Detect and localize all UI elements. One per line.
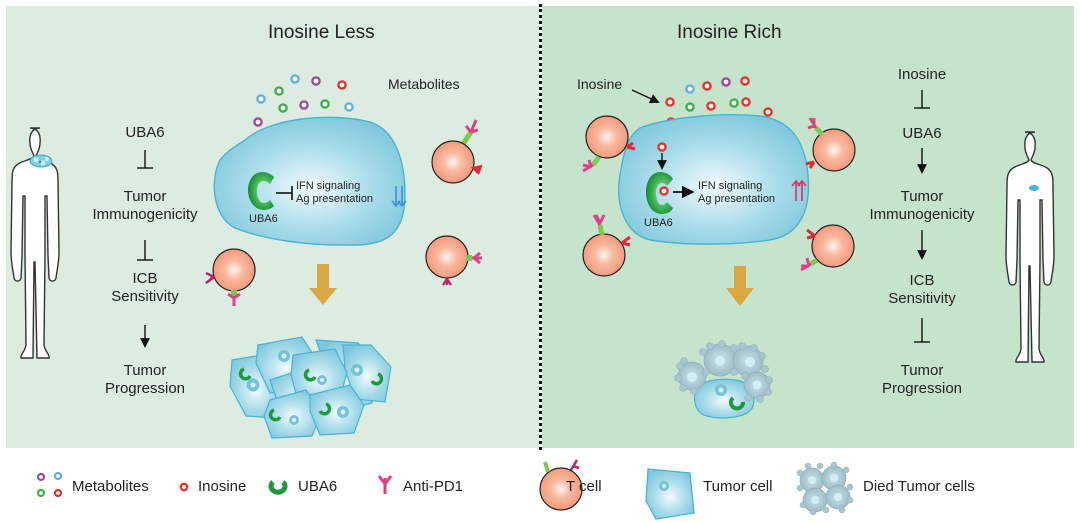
human-figure-left	[10, 127, 60, 359]
uba6-label-left: UBA6	[249, 213, 278, 225]
outcome-arrow-icon	[309, 264, 337, 305]
panel-divider	[539, 4, 542, 450]
inosine-icon	[179, 482, 189, 492]
tumor-cell-right	[618, 114, 810, 245]
inosine-label: Inosine	[577, 76, 623, 92]
right-flow-step-immunogenicity: Tumor Immunogenicity	[869, 188, 975, 223]
right-flow-links	[914, 90, 930, 343]
ag-presentation-label: Ag presentation	[698, 193, 776, 205]
died-tumor-cells	[674, 340, 773, 419]
t-cell	[431, 119, 483, 184]
uba6-icon	[268, 480, 288, 495]
metabolites-label: Metabolites	[388, 76, 460, 92]
up-arrows-icon	[791, 179, 807, 201]
metabolite-dot	[253, 117, 263, 127]
uba6-protein-icon	[318, 402, 332, 416]
left-metabolites	[253, 74, 354, 143]
inhibit-link-icon	[137, 150, 153, 169]
metabolite-dot	[344, 102, 354, 112]
right-flow-step-uba6: UBA6	[902, 125, 942, 142]
legend-label-died-tumor-cells: Died Tumor cells	[863, 478, 975, 495]
left-flow-links	[137, 150, 153, 348]
uba6-protein-icon	[646, 172, 673, 214]
inosine-less-title: Inosine Less	[268, 22, 375, 43]
left-flow-step-uba6: UBA6	[125, 124, 165, 141]
left-signal-text: IFN signaling Ag presentation	[296, 180, 373, 206]
ifn-signaling-label: IFN signaling	[296, 180, 361, 192]
inhibit-link-icon	[914, 90, 930, 109]
uba6-label-right: UBA6	[644, 217, 673, 229]
outcome-arrow-icon	[726, 266, 754, 306]
legend-label-inosine: Inosine	[198, 478, 247, 495]
anti-pd1-icon	[377, 475, 393, 494]
inosine-dot	[657, 142, 667, 152]
tumor-cell-cluster	[229, 336, 392, 439]
left-flow-step-icb: ICB Sensitivity	[111, 270, 179, 305]
t-cell	[205, 248, 256, 306]
t-cell	[805, 117, 856, 172]
inhibit-link-icon	[137, 240, 153, 261]
tumor-mass-icon	[29, 154, 53, 168]
t-cell-icon	[539, 459, 583, 511]
right-flow-step-inosine: Inosine	[897, 66, 947, 83]
uba6-protein-icon	[248, 172, 274, 210]
metabolite-dot	[290, 74, 300, 84]
tumor-mass-icon	[1029, 185, 1039, 191]
legend-label-t-cell: T cell	[566, 478, 602, 495]
ag-presentation-label: Ag presentation	[296, 193, 374, 205]
legend-icons	[36, 459, 854, 520]
legend-label-tumor-cell: Tumor cell	[703, 478, 773, 495]
legend-label-metabolites: Metabolites	[72, 478, 149, 495]
metabolite-dot	[274, 86, 284, 96]
inosine-rich-title: Inosine Rich	[677, 22, 782, 43]
uba6-protein-icon	[238, 367, 252, 381]
tumor-cell-left	[213, 116, 407, 246]
metabolite-dot	[278, 103, 288, 113]
right-flow-step-progression: Tumor Progression	[881, 362, 963, 397]
tumor-cell-icon	[645, 468, 695, 520]
t-cell	[582, 214, 631, 277]
down-arrows-icon	[391, 186, 407, 208]
died-tumor-cells-icon	[796, 461, 854, 516]
human-figure-right	[1005, 131, 1055, 363]
ifn-signaling-label: IFN signaling	[698, 180, 763, 192]
uba6-protein-icon	[729, 396, 745, 411]
metabolites-icon	[36, 471, 63, 498]
metabolite-dot	[311, 76, 321, 86]
legend-label-uba6: UBA6	[298, 478, 338, 495]
t-cell	[800, 224, 855, 272]
uba6-protein-icon	[303, 368, 317, 382]
right-signal-text: IFN signaling Ag presentation	[698, 180, 775, 206]
metabolite-dot	[337, 80, 347, 90]
left-flow-step-immunogenicity: Tumor Immunogenicity	[92, 188, 198, 223]
uba6-protein-icon	[268, 408, 282, 422]
inhibit-link-icon	[276, 186, 293, 200]
t-cell	[582, 115, 636, 173]
inosine-pointer-arrow	[631, 89, 660, 104]
right-flow-step-icb: ICB Sensitivity	[888, 272, 956, 307]
uba6-protein-icon	[370, 372, 384, 386]
left-flow-step-progression: Tumor Progression	[104, 362, 186, 397]
metabolite-dot	[320, 99, 330, 109]
metabolite-dot	[299, 100, 309, 110]
metabolite-dot	[256, 94, 266, 104]
inhibit-link-icon	[914, 318, 930, 343]
legend-label-anti-pd1: Anti-PD1	[403, 478, 464, 495]
t-cell	[425, 235, 482, 286]
